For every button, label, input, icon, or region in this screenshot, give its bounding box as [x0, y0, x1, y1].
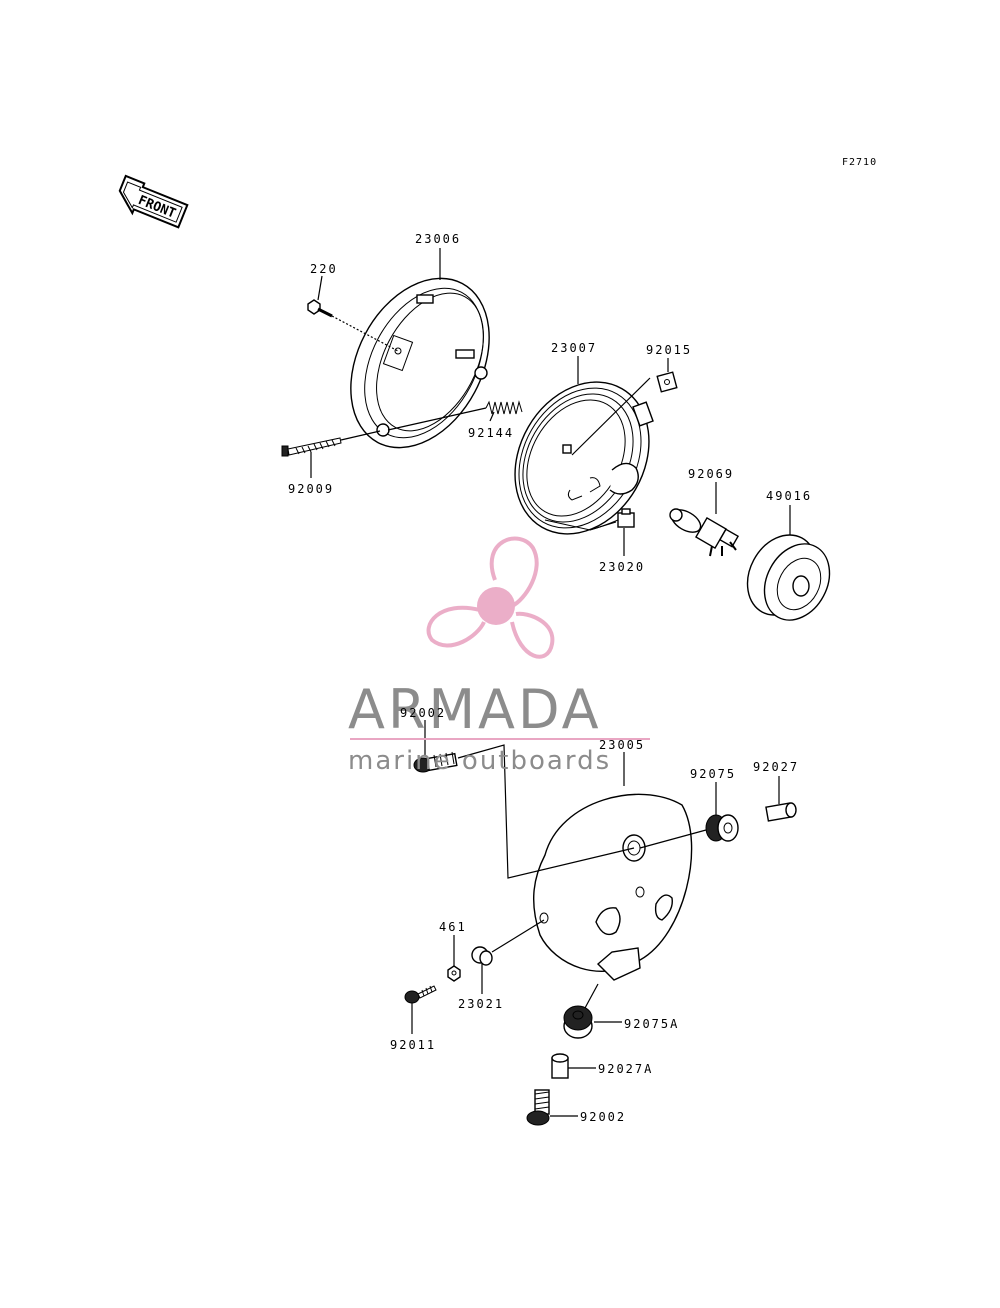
callout-49016: 49016 — [766, 489, 812, 503]
grommet-92075A — [563, 983, 622, 1039]
headlight-housing — [532, 793, 693, 981]
callout-92027: 92027 — [753, 760, 799, 774]
front-direction-arrow: FRONT — [118, 174, 189, 229]
callout-92027A: 92027A — [598, 1062, 653, 1076]
callout-92075A: 92075A — [624, 1017, 679, 1031]
screw-220 — [307, 299, 399, 352]
bulb-92069 — [669, 508, 740, 557]
callout-92075: 92075 — [690, 767, 736, 781]
bolt-92002-top — [413, 744, 635, 879]
callout-92002-bottom: 92002 — [580, 1110, 626, 1124]
collar-92027A — [551, 1053, 596, 1079]
callout-92144: 92144 — [468, 426, 514, 440]
callout-461: 461 — [439, 920, 467, 934]
callout-92002-top: 92002 — [400, 706, 446, 720]
callout-23020: 23020 — [599, 560, 645, 574]
callout-23006: 23006 — [415, 232, 461, 246]
collar-92027 — [765, 802, 797, 822]
dust-cover-49016 — [746, 534, 831, 621]
headlight-rim — [350, 277, 490, 449]
connector-23020 — [589, 508, 635, 531]
callout-23021: 23021 — [458, 997, 504, 1011]
watermark-subtitle: marine outboards — [348, 746, 611, 776]
armada-watermark: ARMADA marine outboards — [348, 536, 650, 776]
figure-code: F2710 — [842, 157, 877, 168]
callout-23007: 23007 — [551, 341, 597, 355]
callout-92069: 92069 — [688, 467, 734, 481]
callout-220: 220 — [310, 262, 338, 276]
propeller-logo-icon — [426, 536, 555, 659]
reflector-unit — [514, 381, 654, 535]
screw-92011 — [404, 985, 437, 1004]
bolt-92002-bottom — [526, 1089, 578, 1126]
callout-92011: 92011 — [390, 1038, 436, 1052]
callout-92015: 92015 — [646, 343, 692, 357]
clip-92015 — [571, 371, 678, 456]
callout-92009: 92009 — [288, 482, 334, 496]
bolt-92009 — [281, 430, 381, 457]
callout-23005: 23005 — [599, 738, 645, 752]
spring-92144 — [387, 400, 523, 431]
callout-labels: 23006 220 92144 92009 23007 92015 92069 … — [288, 232, 812, 1124]
nut-461 — [447, 965, 461, 982]
grommet-23021 — [471, 919, 545, 966]
watermark-title: ARMADA — [348, 678, 602, 741]
